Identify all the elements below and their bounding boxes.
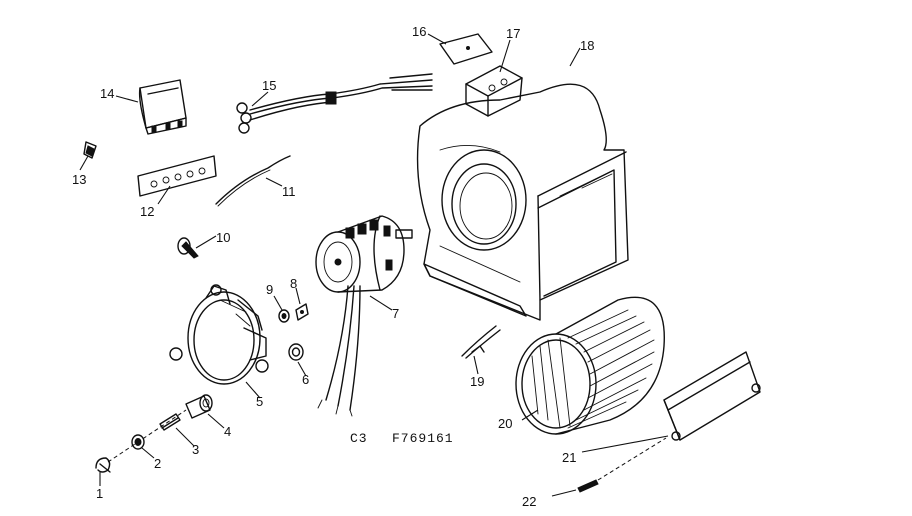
- cover-plate-part: [439, 33, 493, 65]
- wire-harness-part: [236, 73, 433, 134]
- washer-part: [278, 309, 290, 323]
- callout-14: 14: [100, 86, 114, 101]
- wire-part: [215, 155, 291, 207]
- callout-numbers: 14 13 12 11 15 16 17 18 10 9 8 7 6 5 4 3…: [72, 24, 594, 509]
- callout-17: 17: [506, 26, 520, 41]
- callout-20: 20: [498, 416, 512, 431]
- cutoff-plate-part: [663, 351, 761, 441]
- callout-18: 18: [580, 38, 594, 53]
- callout-19: 19: [470, 374, 484, 389]
- assembly-axis-line: [107, 409, 187, 463]
- blower-motor-part: [315, 215, 413, 417]
- callout-10: 10: [216, 230, 230, 245]
- callout-9: 9: [266, 282, 273, 297]
- wheel-clip-part: [461, 325, 501, 359]
- callout-22: 22: [522, 494, 536, 509]
- callout-8: 8: [290, 276, 297, 291]
- bushing-part: [185, 394, 213, 419]
- callout-4: 4: [224, 424, 231, 439]
- callout-12: 12: [140, 204, 154, 219]
- callout-11: 11: [282, 184, 296, 199]
- plate-screw-part: [577, 437, 667, 493]
- retaining-clip-part: [95, 457, 111, 473]
- caption-diagram-number: F769161: [392, 431, 454, 446]
- blower-housing-part: [416, 83, 629, 321]
- callout-3: 3: [192, 442, 199, 457]
- mounting-screw-part: [177, 237, 199, 259]
- wire-clip-part: [83, 141, 97, 159]
- clip-nut-part: [295, 303, 309, 321]
- callout-21: 21: [562, 450, 576, 465]
- callout-1: 1: [96, 486, 103, 501]
- callout-5: 5: [256, 394, 263, 409]
- capacitor-part: [138, 79, 187, 135]
- callout-leaders: [79, 33, 669, 497]
- callout-2: 2: [154, 456, 161, 471]
- callout-6: 6: [302, 372, 309, 387]
- terminal-board-part: [137, 155, 217, 197]
- callout-16: 16: [412, 24, 426, 39]
- motor-mount-part: [169, 284, 269, 385]
- caption-section-code: C3: [350, 431, 368, 446]
- blower-wheel-part: [515, 296, 665, 435]
- callout-15: 15: [262, 78, 276, 93]
- callout-13: 13: [72, 172, 86, 187]
- grommet-part: [288, 343, 304, 361]
- callout-7: 7: [392, 306, 399, 321]
- junction-box-part: [465, 65, 523, 117]
- bolt-part: [159, 413, 181, 431]
